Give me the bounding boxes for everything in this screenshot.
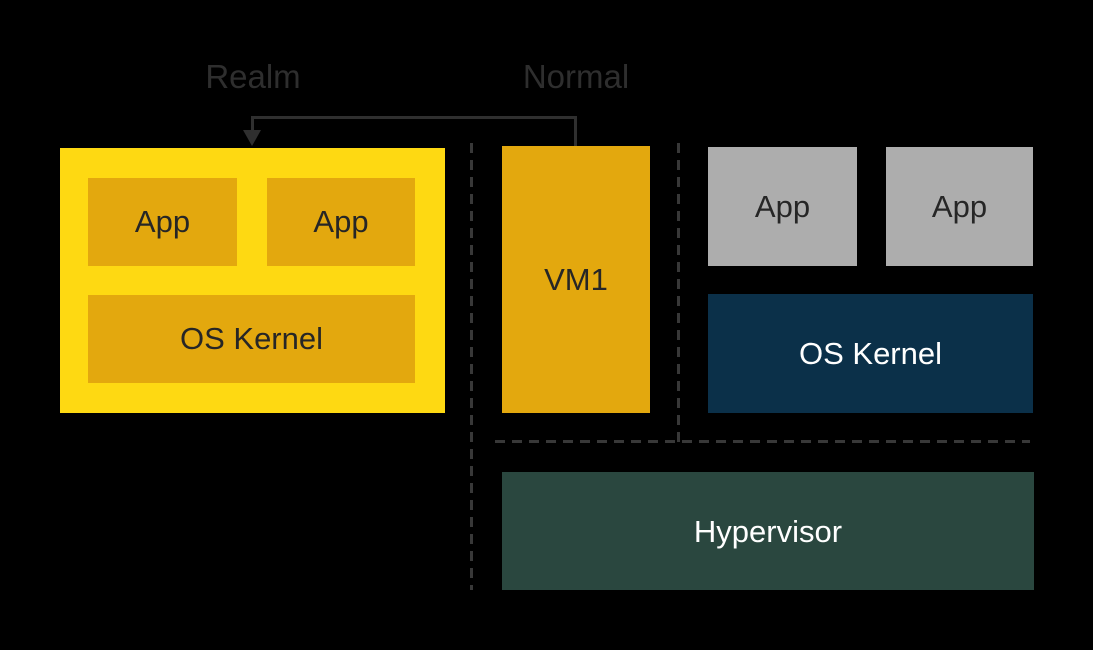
vm-host-divider-dashed-line	[677, 143, 680, 442]
normal-world-label: Normal	[522, 58, 630, 95]
vm-to-realm-arrow-start-segment	[574, 116, 577, 147]
vm-to-realm-arrow-end-segment	[251, 116, 254, 132]
realm-os-kernel-box: OS Kernel	[88, 295, 415, 383]
normal-app-box-2: App	[886, 147, 1033, 266]
realm-container: App App OS Kernel	[60, 148, 445, 413]
hypervisor-boundary-dashed-line	[495, 440, 1030, 443]
vm-to-realm-arrow-horizontal-line	[251, 116, 577, 119]
realm-app-box-1: App	[88, 178, 237, 266]
normal-os-kernel-box: OS Kernel	[708, 294, 1033, 413]
normal-app-box-1: App	[708, 147, 857, 266]
realm-world-label: Realm	[205, 58, 301, 95]
realm-normal-boundary-dashed-line	[470, 143, 473, 590]
realm-app-box-2: App	[267, 178, 415, 266]
vm1-box: VM1	[502, 146, 650, 413]
arrowhead-down-icon	[243, 130, 261, 146]
hypervisor-box: Hypervisor	[502, 472, 1034, 590]
